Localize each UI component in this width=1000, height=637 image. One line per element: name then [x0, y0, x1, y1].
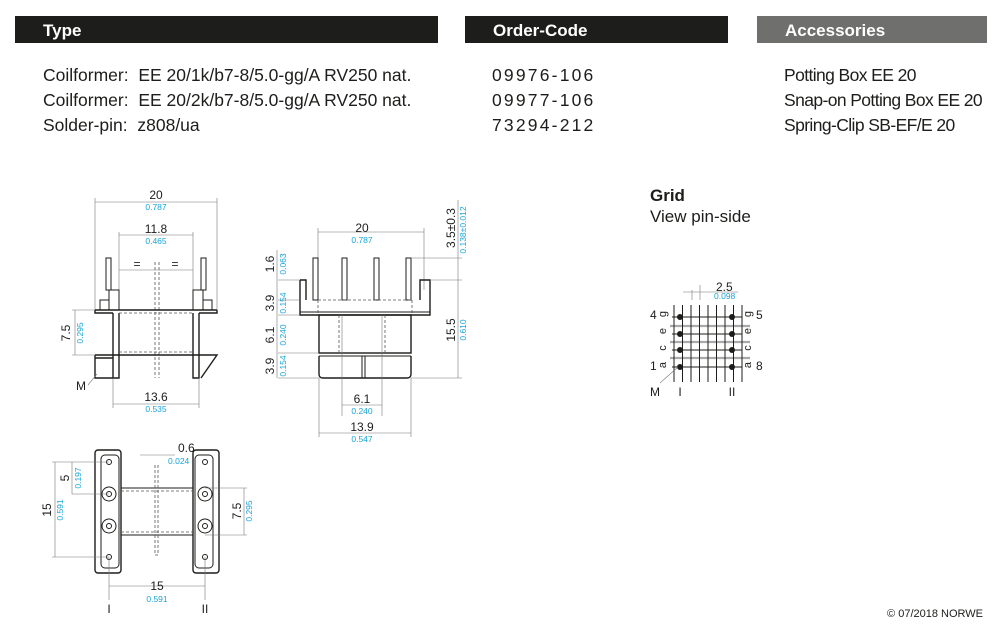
grid-pin-4: 4	[650, 308, 657, 322]
side-view-drawing: 20 0.787 1.6 0.063 3.9 0.154 6.1 0.240 3…	[263, 200, 468, 444]
header-type: Type	[15, 16, 438, 43]
grid-row-label-2: II	[729, 385, 736, 399]
order-code: 09976-106	[492, 65, 596, 85]
front-inner-mm: 11.8	[145, 222, 168, 236]
grid-pitch-mm: 2.5	[716, 280, 733, 294]
grid-pitch-in: 0.098	[714, 291, 736, 301]
type-item: Coilformer: EE 20/2k/b7-8/5.0-gg/A RV250…	[43, 88, 411, 113]
type-label: Coilformer:	[43, 65, 129, 85]
side-core-mm: 6.1	[354, 392, 371, 406]
bottom-gap-mm: 0.6	[178, 441, 195, 455]
front-base-mm: 13.6	[144, 390, 168, 404]
front-width-mm: 20	[149, 188, 163, 202]
front-width-in: 0.787	[145, 202, 167, 212]
side-h4-mm: 3.9	[263, 357, 277, 374]
front-marker: M	[76, 379, 86, 393]
bottom-pitch-in: 0.197	[73, 467, 83, 489]
side-base-in: 0.547	[351, 434, 373, 444]
type-value: EE 20/2k/b7-8/5.0-gg/A RV250 nat.	[138, 90, 412, 110]
accessories-list: Potting Box EE 20 Snap-on Potting Box EE…	[784, 63, 983, 138]
front-inner-in: 0.465	[145, 236, 167, 246]
bottom-pitch-mm: 5	[58, 474, 72, 481]
grid-pin-dot	[729, 331, 735, 337]
bottom-gap-in: 0.024	[168, 456, 190, 466]
grid-row-c-right: c	[742, 345, 754, 351]
order-code-list: 09976-106 09977-106 73294-212	[492, 63, 596, 138]
order-code: 09977-106	[492, 90, 596, 110]
side-h1-mm: 1.6	[263, 255, 277, 272]
side-h4-in: 0.154	[278, 355, 288, 377]
bottom-span-in: 0.591	[55, 499, 65, 521]
bottom-row-label-1: I	[107, 602, 110, 616]
type-item: Solder-pin: z808/ua	[43, 113, 411, 138]
accessory-item: Potting Box EE 20	[784, 65, 916, 85]
bottom-row-mm: 15	[150, 579, 164, 593]
grid-row-label-1: I	[678, 385, 681, 399]
grid-pin-dot	[729, 314, 735, 320]
side-h2-mm: 3.9	[263, 294, 277, 311]
side-base-mm: 13.9	[350, 420, 374, 434]
bottom-row-label-2: II	[202, 602, 209, 616]
side-total-mm: 15.5	[444, 318, 458, 342]
bottom-core-in: 0.295	[244, 500, 254, 522]
front-view-drawing: 20 0.787 11.8 0.465 = = 7.5 0.295	[59, 188, 219, 414]
side-pin-len-in: 0.138±0.012	[458, 206, 468, 253]
accessory-item: Snap-on Potting Box EE 20	[784, 90, 983, 110]
grid-row-a-right: a	[742, 361, 754, 368]
type-label: Coilformer:	[43, 90, 129, 110]
bottom-view-drawing: 0.6 0.024 5 0.197 15 0.591 7.5 0.295 15 …	[40, 441, 254, 616]
grid-row-a-left: a	[657, 361, 669, 368]
grid-row-g-right: g	[742, 311, 754, 317]
type-value: z808/ua	[137, 115, 200, 135]
side-width-mm: 20	[355, 221, 369, 235]
front-base-in: 0.535	[145, 404, 167, 414]
side-h2-in: 0.154	[278, 292, 288, 314]
grid-row-e-left: e	[657, 328, 669, 334]
grid-row-g-left: g	[657, 311, 669, 317]
grid-pin-dot	[677, 347, 683, 353]
grid-row-c-left: c	[657, 345, 669, 351]
grid-pin-dot	[677, 314, 683, 320]
header-order-code: Order-Code	[465, 16, 728, 43]
side-h1-in: 0.063	[278, 253, 288, 275]
bottom-row-in: 0.591	[146, 594, 168, 604]
header-accessories: Accessories	[757, 16, 987, 43]
front-equal-left: =	[133, 257, 140, 271]
grid-pin-dot	[729, 347, 735, 353]
side-pin-len-mm: 3.5±0.3	[444, 208, 458, 248]
side-width-in: 0.787	[351, 235, 373, 245]
bottom-core-mm: 7.5	[230, 502, 244, 519]
grid-pin-1: 1	[650, 359, 657, 373]
grid-marker: M	[650, 385, 660, 399]
type-label: Solder-pin:	[43, 115, 128, 135]
grid-pin-dot	[677, 331, 683, 337]
pin-grid: 2.5 0.098 4 1 5 8 g e c a g e c a M I II	[650, 280, 763, 399]
front-height-in: 0.295	[75, 322, 85, 344]
type-list: Coilformer: EE 20/1k/b7-8/5.0-gg/A RV250…	[43, 63, 411, 138]
copyright: © 07/2018 NORWE	[887, 608, 983, 620]
grid-title: Grid	[650, 186, 685, 205]
grid-pin-5: 5	[756, 308, 763, 322]
side-h3-in: 0.240	[278, 324, 288, 346]
side-h3-mm: 6.1	[263, 326, 277, 343]
grid-pin-dot	[729, 364, 735, 370]
front-equal-right: =	[171, 257, 178, 271]
grid-pin-dot	[677, 364, 683, 370]
grid-pin-8: 8	[756, 359, 763, 373]
grid-subtitle: View pin-side	[650, 207, 751, 226]
front-height-mm: 7.5	[59, 324, 73, 341]
side-core-in: 0.240	[351, 406, 373, 416]
side-total-in: 0.610	[458, 319, 468, 341]
type-item: Coilformer: EE 20/1k/b7-8/5.0-gg/A RV250…	[43, 63, 411, 88]
grid-row-e-right: e	[742, 328, 754, 334]
type-value: EE 20/1k/b7-8/5.0-gg/A RV250 nat.	[138, 65, 412, 85]
bottom-span-mm: 15	[40, 503, 54, 517]
order-code: 73294-212	[492, 115, 596, 135]
accessory-item: Spring-Clip SB-EF/E 20	[784, 115, 955, 135]
